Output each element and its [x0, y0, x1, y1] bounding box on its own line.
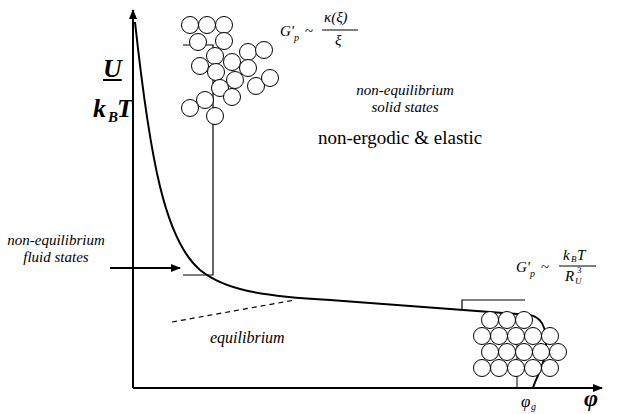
subscript: p: [294, 33, 299, 43]
fraction-bar: [322, 29, 358, 30]
y-axis: [132, 10, 134, 388]
formula-part: κ(ξ): [324, 10, 348, 25]
formula-part: k: [563, 248, 570, 263]
axis-symbol: T: [117, 96, 133, 122]
glass-line-curve: [135, 22, 546, 388]
formula-part: G': [516, 260, 530, 275]
fractal-cluster: [182, 17, 279, 125]
formula-part: G': [280, 24, 294, 39]
axis-symbol: U: [103, 56, 122, 82]
subscript: B: [108, 110, 118, 125]
subscript: B: [571, 255, 577, 264]
region-label: non-ergodic & elastic: [318, 128, 482, 147]
formula-part: R: [565, 269, 574, 284]
formula-part: T: [577, 248, 585, 263]
axis-symbol: φ: [584, 386, 598, 410]
x-axis: [133, 387, 602, 389]
superscript: 3: [577, 266, 582, 275]
bracket-right: [462, 300, 525, 310]
bracket-left: [183, 45, 213, 275]
axes: [133, 10, 602, 388]
formula-part: ~: [305, 24, 313, 39]
axis-symbol: k: [93, 96, 106, 122]
subscript: p: [530, 269, 535, 279]
dashed-extension: [172, 300, 295, 322]
pointer-arrow: [110, 267, 180, 269]
formula-part: ξ: [335, 33, 341, 48]
region-label: equilibrium: [210, 330, 285, 346]
formula-part: ~: [541, 260, 549, 275]
region-label: non-equilibrium solid states: [345, 82, 465, 117]
region-label: non-equilibrium fluid states: [4, 232, 108, 267]
dense-cluster: [474, 312, 567, 377]
subscript: U: [575, 277, 582, 286]
subscript: g: [531, 402, 536, 412]
axis-tick-label: φ: [521, 393, 530, 410]
